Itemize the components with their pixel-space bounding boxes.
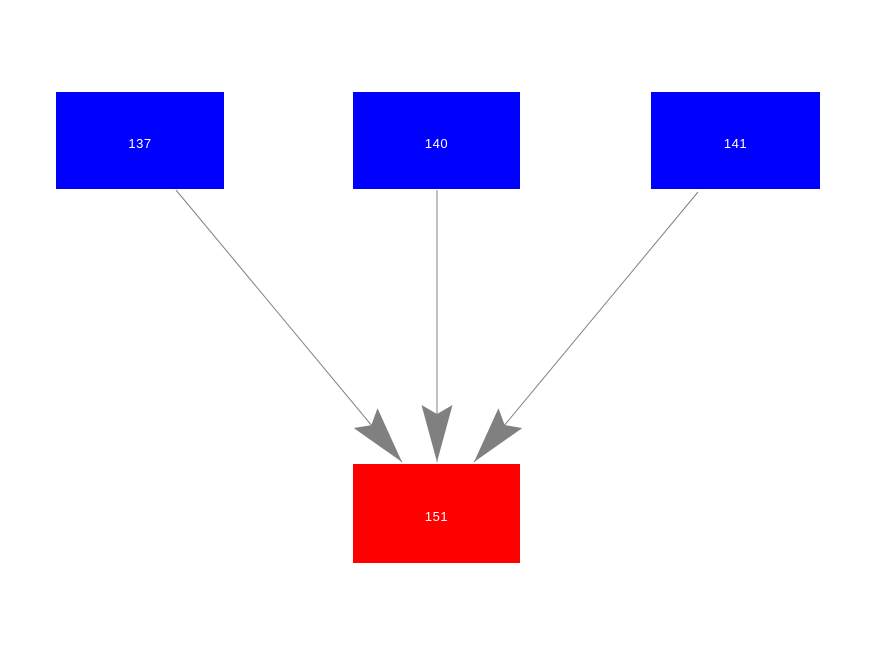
node-label: 140 — [424, 136, 449, 151]
node-label: 141 — [723, 136, 748, 151]
graph-node-141[interactable]: 141 — [651, 92, 820, 189]
edge-group — [175, 189, 699, 463]
edge-141-to-151 — [473, 191, 699, 463]
node-label: 151 — [424, 509, 449, 524]
graph-node-140[interactable]: 140 — [353, 92, 520, 189]
graph-node-137[interactable]: 137 — [56, 92, 224, 189]
edge-137-to-151 — [175, 189, 403, 463]
graph-node-151[interactable]: 151 — [353, 464, 520, 563]
node-label: 137 — [128, 136, 152, 151]
